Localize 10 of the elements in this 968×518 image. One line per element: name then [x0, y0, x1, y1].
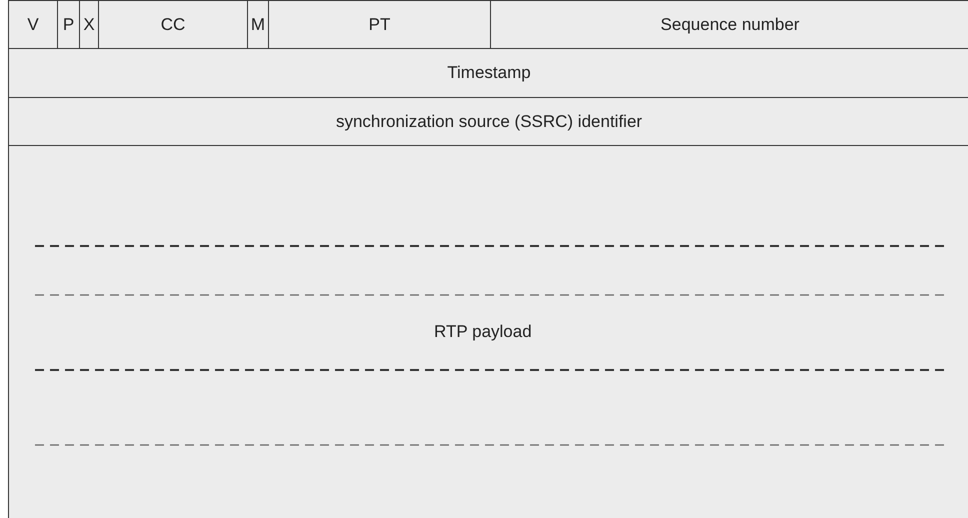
header-field: CC: [98, 0, 248, 49]
header-field: X: [79, 0, 99, 49]
header-field: V: [8, 0, 58, 49]
header-field: M: [247, 0, 269, 49]
header-field: Timestamp: [8, 48, 968, 98]
header-field: synchronization source (SSRC) identifier: [8, 97, 968, 146]
header-field: P: [57, 0, 80, 49]
header-field: Sequence number: [490, 0, 968, 49]
header-field: PT: [268, 0, 491, 49]
payload-label: RTP payload: [434, 322, 532, 342]
